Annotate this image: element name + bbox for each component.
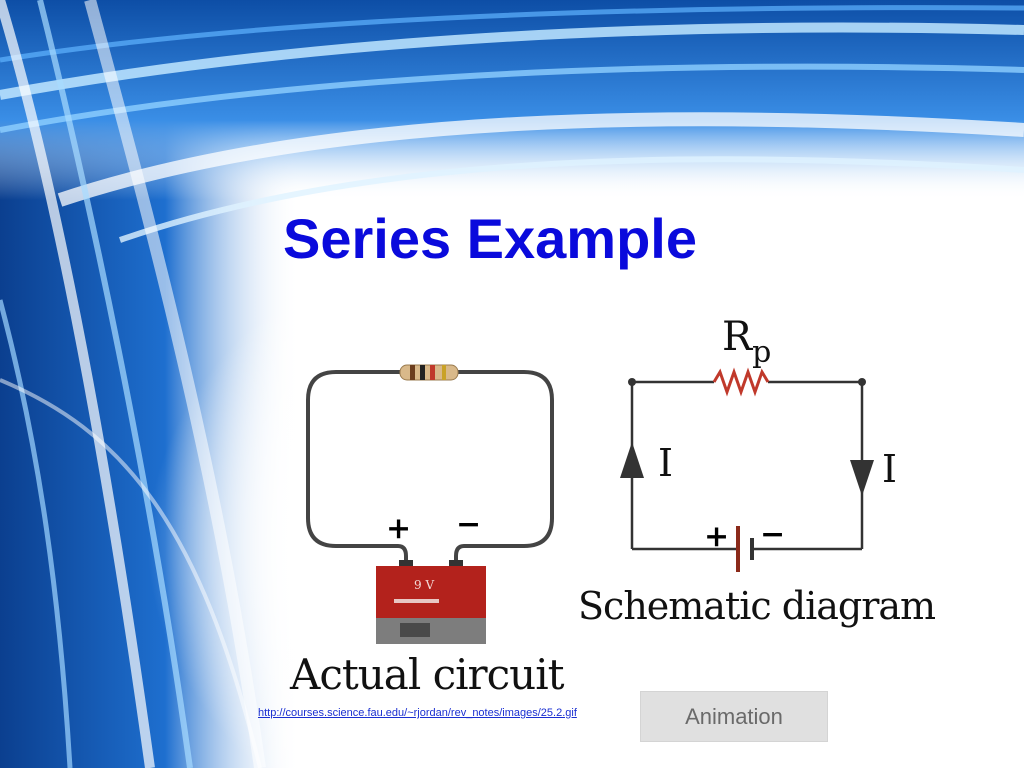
actual-circuit-caption: Actual circuit (290, 650, 565, 699)
animation-button[interactable]: Animation (640, 691, 828, 742)
actual-plus-label: + (386, 511, 411, 546)
schematic-minus-label: − (760, 517, 785, 552)
resistor-label: Rp (722, 314, 771, 370)
source-link[interactable]: http://courses.science.fau.edu/~rjordan/… (258, 707, 577, 719)
schematic-plus-label: + (704, 519, 729, 554)
battery-9v-icon (376, 566, 486, 644)
resistor-icon (399, 364, 459, 381)
actual-minus-label: − (456, 507, 481, 542)
current-label-left: I (658, 441, 673, 485)
battery-label: 9 V (414, 578, 434, 592)
current-arrow-up-icon (620, 442, 644, 478)
current-arrow-down-icon (850, 460, 874, 496)
slide-title: Series Example (282, 207, 698, 270)
schematic-diagram: Rp I I + − (620, 314, 897, 572)
actual-circuit-illustration: 9 V + − (306, 364, 554, 644)
schematic-diagram-caption: Schematic diagram (578, 584, 936, 628)
current-label-right: I (882, 447, 897, 491)
battery-symbol-icon (736, 526, 754, 572)
resistor-zigzag-icon (712, 367, 770, 397)
